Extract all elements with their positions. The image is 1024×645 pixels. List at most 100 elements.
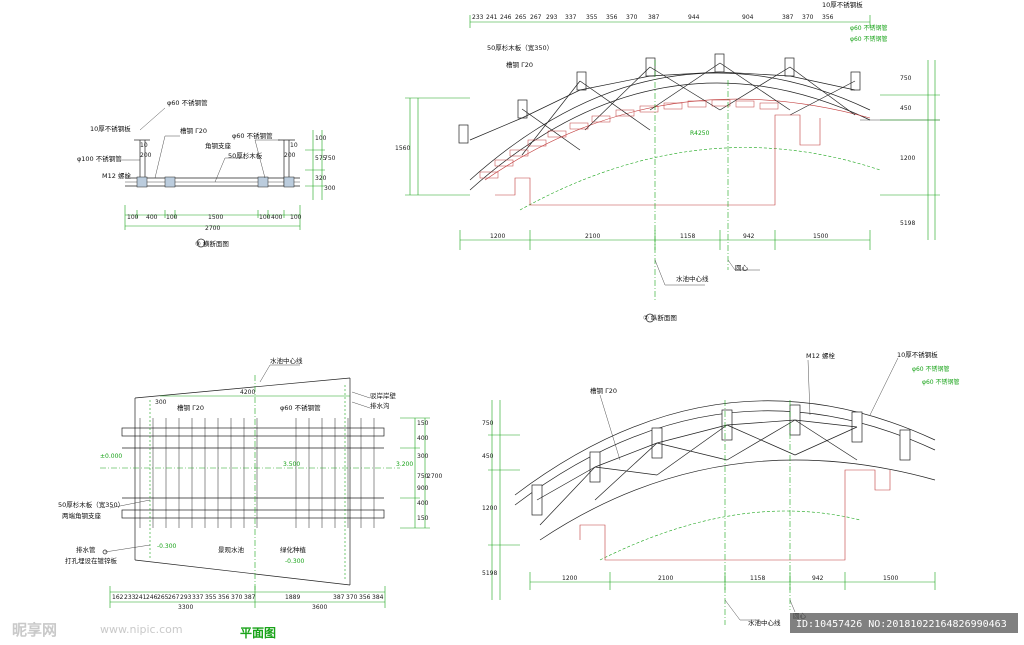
beam-block [164, 176, 176, 188]
dim: 387 [648, 14, 660, 21]
dim: 750 [482, 420, 494, 427]
dim: 750 [324, 155, 336, 162]
label: 角钢支座 [205, 141, 232, 150]
label: 景观水池 [218, 545, 245, 554]
dim: 265 [515, 14, 527, 21]
label: 水池中心线 [270, 356, 303, 365]
dim: 241 [486, 14, 498, 21]
label: φ60 不锈钢管 [912, 365, 950, 373]
elevation-mark: -0.300 [285, 558, 305, 565]
dim: 267 [530, 14, 542, 21]
dim: 904 [742, 14, 754, 21]
dim: 2700 [427, 473, 442, 480]
plan-title: 平面图 [240, 626, 276, 640]
beam-block [283, 176, 295, 188]
dim: 1500 [208, 214, 223, 221]
label: 两端角钢支座 [62, 511, 102, 520]
dim: 355 [205, 594, 217, 601]
dim: 1200 [490, 233, 505, 240]
dim: 10 [290, 142, 298, 149]
label: M12 螺栓 [102, 171, 131, 180]
dim: 370 [802, 14, 814, 21]
beam-block [257, 176, 269, 188]
label: 50厚杉木板（宽350） [487, 43, 553, 52]
elevation-mark: ±0.000 [100, 453, 122, 460]
elevation-view-2 [488, 357, 936, 625]
dim: 370 [346, 594, 358, 601]
dim: 900 [417, 485, 429, 492]
dim: 300 [324, 185, 336, 192]
dim-total: 3300 [178, 604, 193, 611]
dim: 355 [586, 14, 598, 21]
label: 槽钢 Γ20 [506, 60, 533, 69]
dim: 356 [359, 594, 371, 601]
dim: 5198 [900, 220, 915, 227]
label: 槽钢 Γ20 [180, 126, 207, 135]
dim: 1200 [482, 505, 497, 512]
dim: 100 [166, 214, 178, 221]
label: φ60 不锈钢管 [280, 403, 321, 412]
label: 绿化种植 [280, 545, 307, 554]
dim: 300 [155, 399, 167, 406]
dim: 384 [372, 594, 384, 601]
section-marker-icon [196, 238, 206, 248]
dim: 750 [417, 473, 429, 480]
section-view [120, 107, 325, 248]
label: 排水沟 [370, 401, 390, 410]
dim: 233 [472, 14, 484, 21]
dim: 5198 [482, 570, 497, 577]
label: φ60 不锈钢管 [850, 35, 888, 43]
dim-total: 2700 [205, 225, 220, 232]
dim: 4200 [240, 389, 255, 396]
dim: 942 [743, 233, 755, 240]
beam-block [136, 176, 148, 188]
label: 打孔埋设在镀锌板 [65, 556, 118, 565]
dim: 400 [417, 435, 429, 442]
plan-view [100, 364, 430, 608]
dim: 1158 [680, 233, 695, 240]
watermark-id: ID:10457426 NO:20181022164826990463 [796, 619, 1007, 630]
dim: 450 [482, 453, 494, 460]
dim: 1200 [562, 575, 577, 582]
label: 水池中心线 [748, 618, 781, 627]
label: 50厚杉木板 [228, 151, 263, 160]
label: 10厚不锈钢板 [822, 0, 863, 9]
dim: 246 [146, 594, 158, 601]
dim-total: 3600 [312, 604, 327, 611]
arc-label: R4250 [690, 130, 710, 137]
dim: 450 [900, 105, 912, 112]
dim: 150 [417, 420, 429, 427]
dim: 337 [192, 594, 204, 601]
label: M12 螺栓 [806, 351, 835, 360]
elevation-view [405, 15, 940, 323]
dim: 944 [688, 14, 700, 21]
dim: 337 [565, 14, 577, 21]
dim: 356 [606, 14, 618, 21]
dim: 200 [140, 152, 152, 159]
dim: 1500 [883, 575, 898, 582]
dim: 400 [271, 214, 283, 221]
dim: 100 [290, 214, 302, 221]
dim: 575 [315, 155, 327, 162]
label: φ60 不锈钢管 [167, 98, 208, 107]
dim: 162 [112, 594, 124, 601]
label: 排水管 [76, 545, 96, 554]
dim: 100 [315, 135, 327, 142]
label: 10厚不锈钢板 [897, 350, 938, 359]
watermark-url: www.nipic.com [100, 623, 183, 636]
dim: 370 [231, 594, 243, 601]
section-caption: ③ 横断面图 [195, 239, 229, 248]
dim: 233 [124, 594, 136, 601]
section-marker-icon [645, 313, 655, 323]
label: φ60 不锈钢管 [232, 131, 273, 140]
dim: 1560 [395, 145, 410, 152]
dim: 750 [900, 75, 912, 82]
dim: 10 [140, 142, 148, 149]
dim: 387 [333, 594, 345, 601]
dim: 100 [127, 214, 139, 221]
dim: 387 [244, 594, 256, 601]
watermark-id-box [790, 613, 1018, 633]
dim: 356 [218, 594, 230, 601]
label: φ100 不锈钢管 [77, 154, 122, 163]
